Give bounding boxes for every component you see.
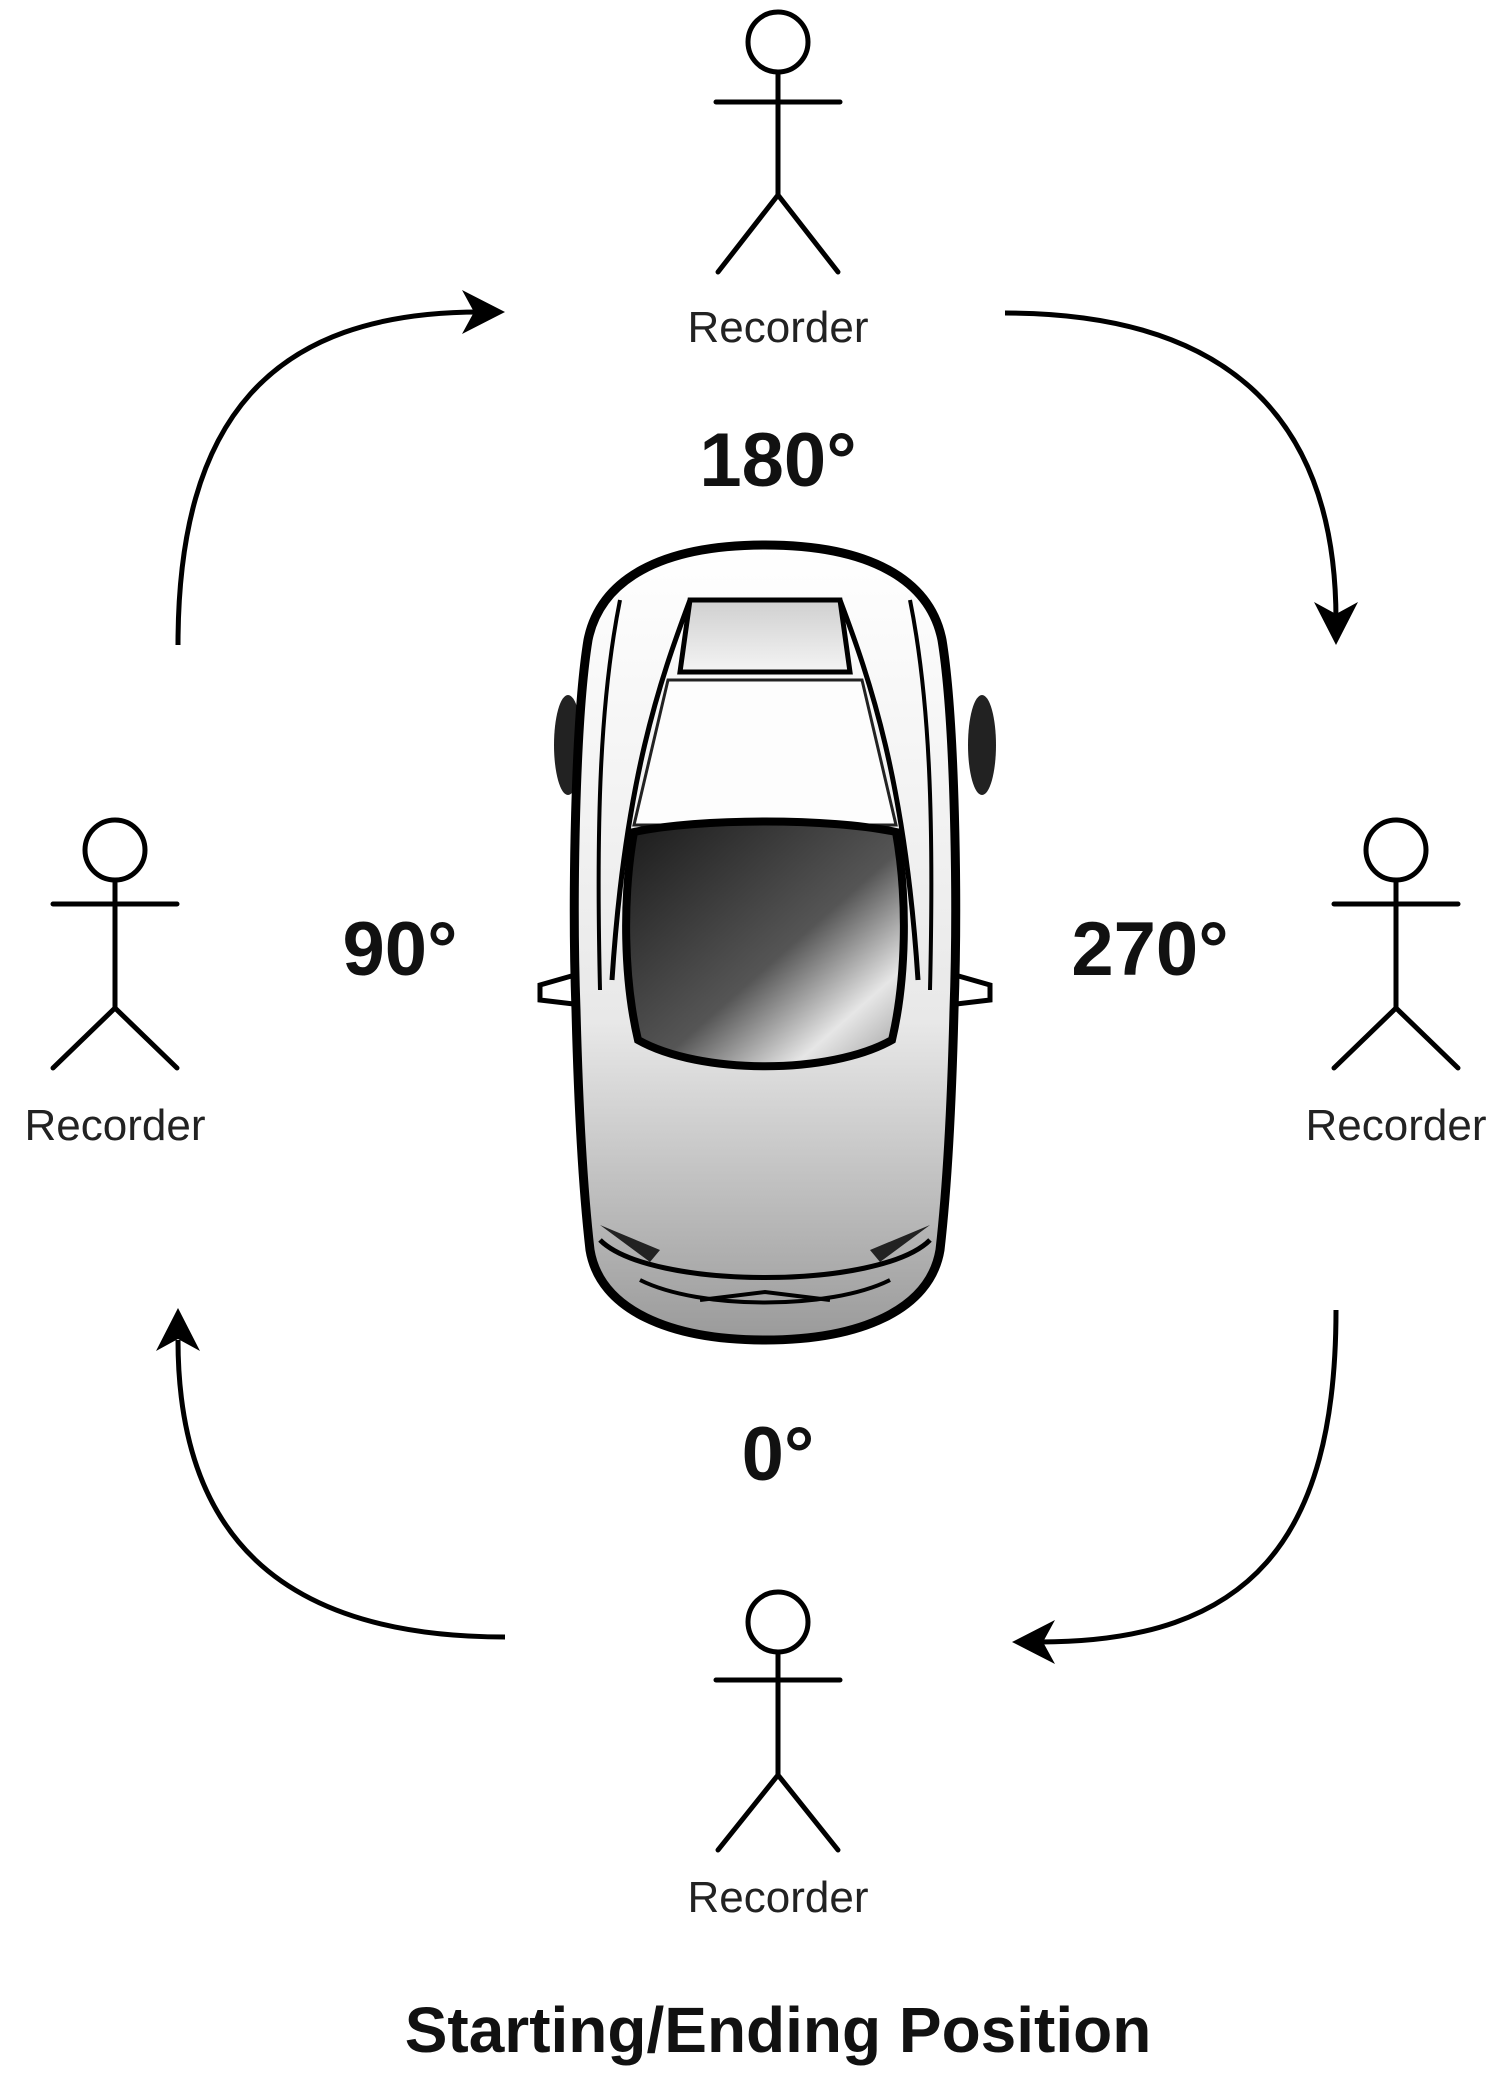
recorder-top: Recorder <box>688 9 869 352</box>
curved-arrow-icon <box>156 1308 200 1351</box>
recorder-label-right: Recorder <box>1306 1101 1487 1150</box>
angle-label-left: 90° <box>343 907 458 992</box>
angle-label-top: 180° <box>699 418 856 503</box>
arrow-left-to-top <box>175 290 505 646</box>
recorder-label-left: Recorder <box>25 1101 206 1150</box>
stick-figure-icon <box>1331 817 1461 1071</box>
recorder-right: Recorder <box>1306 817 1487 1150</box>
arrow-bottom-to-left <box>156 1308 506 1640</box>
recorder-bottom: Recorder <box>688 1589 869 1922</box>
curved-arrow-icon <box>462 290 505 334</box>
recorder-label-top: Recorder <box>688 303 869 352</box>
caption: Starting/Ending Position <box>405 1994 1152 2066</box>
stick-figure-icon <box>713 9 843 275</box>
stick-figure-icon <box>713 1589 843 1853</box>
arrow-top-to-right <box>1004 310 1358 645</box>
recorder-label-bottom: Recorder <box>688 1873 869 1922</box>
angle-label-right: 270° <box>1071 907 1228 992</box>
angle-label-bottom: 0° <box>742 1412 815 1497</box>
arrow-right-to-bottom <box>1012 1309 1339 1664</box>
car-top-view-icon <box>537 540 996 1345</box>
curved-arrow-icon <box>1012 1620 1055 1664</box>
stick-figure-icon <box>50 817 180 1071</box>
curved-arrow-icon <box>1314 602 1358 645</box>
recorder-left: Recorder <box>25 817 206 1150</box>
